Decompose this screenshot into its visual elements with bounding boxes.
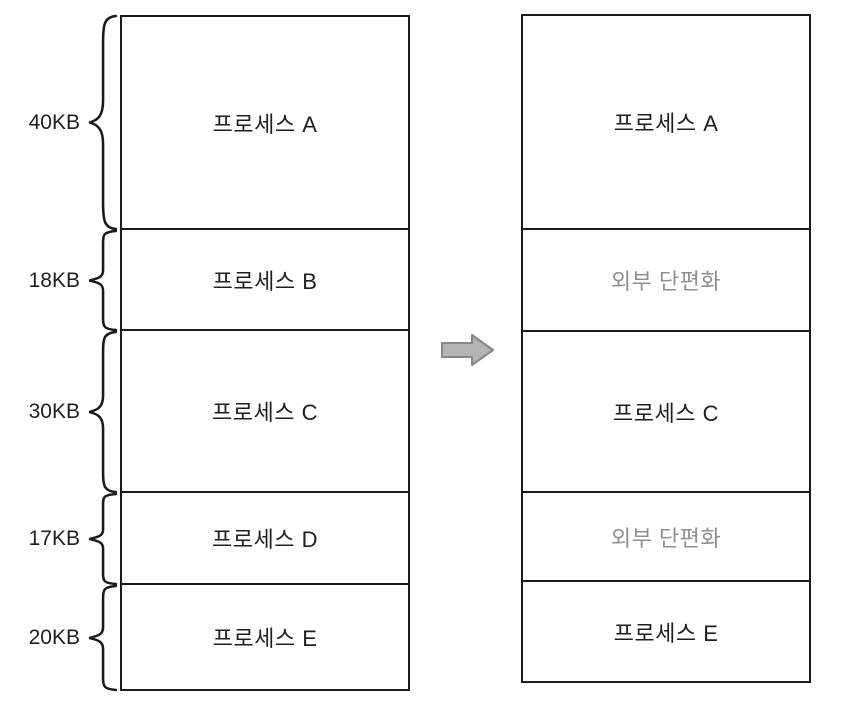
memory-block: 프로세스 C — [122, 331, 408, 493]
memory-block-label: 외부 단편화 — [610, 269, 722, 294]
memory-block: 프로세스 B — [122, 230, 408, 331]
brace-icon — [86, 584, 118, 692]
memory-column-before: 프로세스 A 프로세스 B 프로세스 C 프로세스 D 프로세스 E — [120, 15, 410, 691]
memory-block: 프로세스 A — [122, 17, 408, 230]
memory-block-label: 프로세스 C — [212, 400, 318, 425]
memory-block: 프로세스 C — [523, 332, 809, 493]
memory-block-label: 프로세스 E — [613, 620, 719, 646]
brace-icon — [86, 229, 118, 332]
size-label: 17KB — [28, 527, 80, 550]
memory-block: 프로세스 D — [122, 493, 408, 585]
memory-block-label: 프로세스 B — [212, 268, 318, 294]
right-arrow-icon — [440, 332, 496, 368]
memory-block-label: 프로세스 C — [613, 400, 719, 426]
memory-block-label: 프로세스 E — [212, 626, 318, 651]
memory-block-label: 프로세스 D — [212, 527, 318, 552]
size-label: 18KB — [28, 269, 80, 292]
memory-block-fragment: 외부 단편화 — [523, 493, 809, 582]
brace-icon — [86, 492, 118, 586]
memory-block-label: 외부 단편화 — [610, 525, 722, 551]
size-label: 40KB — [28, 111, 80, 134]
memory-block: 프로세스 E — [523, 582, 809, 681]
size-label: 20KB — [28, 626, 80, 649]
memory-block-label: 프로세스 A — [613, 111, 719, 136]
size-label: 30KB — [28, 400, 80, 423]
brace-icon — [86, 14, 118, 231]
memory-column-after: 프로세스 A 외부 단편화 프로세스 C 외부 단편화 프로세스 E — [521, 14, 811, 683]
memory-block-fragment: 외부 단편화 — [523, 230, 809, 332]
memory-block: 프로세스 E — [122, 585, 408, 689]
memory-block-label: 프로세스 A — [212, 111, 318, 137]
memory-block: 프로세스 A — [523, 16, 809, 230]
brace-icon — [86, 330, 118, 494]
